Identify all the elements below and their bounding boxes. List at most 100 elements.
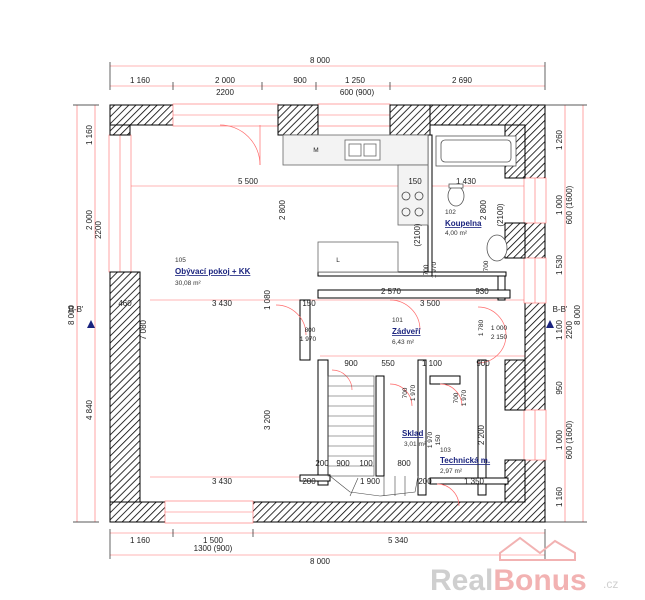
dim-int: 150 [435,434,442,445]
bottom-dimensions: 1 160 1 500 5 340 1300 (900) 8 000 [130,536,409,566]
dim-right-6: 2200 [565,321,574,339]
dim-int: 1 970 [427,431,434,448]
dim-int: 1 780 [478,319,485,336]
fixture-label-m: M [313,147,318,154]
dim-int: 700 [402,387,409,398]
brand-suffix: .cz [603,577,618,591]
room-name: Zádveří [392,327,421,336]
dim-int: 1 000 [491,325,508,332]
room-living: 105 Obývací pokoj + KK 30,08 m² [175,257,251,287]
dim-int: 2 800 [479,199,488,220]
room-name: Technická m. [440,456,490,465]
dim-int: (2100) [496,203,505,226]
section-arrow-right-icon [546,320,554,328]
dim-right-total: 8 000 [573,304,582,325]
right-dimensions: 1 260 1 000 600 (1600) 1 530 1 100 2200 … [555,129,582,507]
room-storage: Sklad 3,01 m² [402,429,427,448]
dim-int: 1 100 [422,359,443,368]
dim-bottom-3: 5 340 [388,536,409,545]
dim-int: 900 [336,459,350,468]
room-number: 102 [445,209,456,216]
room-name: Obývací pokoj + KK [175,267,251,276]
dim-int: 2 570 [381,287,402,296]
dim-right-7: 950 [555,381,564,395]
realbonus-logo: RealBonus .cz [430,536,618,597]
dim-left-5: 4 840 [85,399,94,420]
room-area: 30,08 m² [175,280,201,287]
dim-int: 930 [475,287,489,296]
room-area: 3,01 m² [404,441,427,448]
section-mark-left: B-B' [69,305,84,314]
dim-int: 1 970 [410,384,417,401]
washbasin-icon [486,234,508,262]
brand-part2: Bonus [493,564,586,597]
room-number: 101 [392,317,403,324]
dim-int: 460 [118,299,132,308]
dim-int: 900 [476,359,490,368]
dim-int: 800 [397,459,411,468]
dim-int: 1 350 [464,477,485,486]
dim-top-sub-1: 2200 [216,88,234,97]
dim-int: 1 970 [461,389,468,406]
room-bathroom: 102 Koupelna 4,00 m² [445,209,482,237]
interior-dimensions: 5 500 150 1 430 2 800 2 800 (2100) (2100… [118,177,507,486]
cooktop-icon [401,191,424,217]
room-name: Sklad [402,429,423,438]
room-area: 2,97 m² [440,468,463,475]
dim-int: 1 970 [300,336,317,343]
dim-int: 200 [302,477,316,486]
room-area: 4,00 m² [445,230,468,237]
dim-int: 150 [408,177,422,186]
toilet-icon [447,183,465,207]
dim-int: 550 [381,359,395,368]
room-name: Koupelna [445,219,482,228]
dim-left-total: 8 000 [67,304,76,325]
brand-part1: Real [430,564,493,597]
dim-top-3: 900 [293,76,307,85]
dim-int: 800 [305,327,316,334]
dim-bottom-sub: 1300 (900) [194,544,233,553]
dim-right-8: 1 000 [555,429,564,450]
svg-text:RealBonus: RealBonus [430,564,587,597]
dim-int: 100 [359,459,373,468]
dim-right-1: 1 260 [555,129,564,150]
section-arrow-left-icon [87,320,95,328]
dim-bottom-1: 1 160 [130,536,151,545]
dim-top-total: 8 000 [310,56,331,65]
dim-right-3: 600 (1600) [565,185,574,224]
dim-int: 900 [344,359,358,368]
dim-int: 200 [315,459,329,468]
dim-top-4: 1 250 [345,76,366,85]
dim-int: 3 430 [212,477,233,486]
dim-top-2: 2 000 [215,76,236,85]
dim-left-4: 7 080 [139,319,148,340]
dim-int: 2 150 [491,334,508,341]
dim-int: 5 500 [238,177,259,186]
dim-int: 1 080 [263,289,272,310]
dim-left-3: 2200 [94,221,103,239]
bathtub-icon [435,135,517,167]
roof-logo-icon [499,536,576,561]
kitchen-counter [282,134,429,273]
dim-int: 700 [483,260,490,271]
dim-int: 2 200 [477,424,486,445]
doors [219,124,507,507]
fixture-label-l: L [336,257,340,264]
dim-bottom-2: 1 500 [203,536,224,545]
dim-left-2: 2 000 [85,209,94,230]
room-technical: 103 Technická m. 2,97 m² [440,447,490,475]
room-area: 6,43 m² [392,339,415,346]
dim-left-1: 1 160 [85,124,94,145]
left-dimensions: 8 000 1 160 2 000 2200 7 080 4 840 [67,124,148,420]
dim-top-5: 2 690 [452,76,473,85]
dim-right-2: 1 000 [555,194,564,215]
dim-right-9: 600 (1600) [565,420,574,459]
dim-int: 200 [418,477,432,486]
dim-int: 2 800 [278,199,287,220]
dim-top-sub-2: 600 (900) [340,88,375,97]
dim-right-4: 1 530 [555,254,564,275]
dim-int: 1 970 [431,261,438,278]
section-marks: B-B' B-B' [69,305,568,328]
dim-int: 150 [302,299,316,308]
